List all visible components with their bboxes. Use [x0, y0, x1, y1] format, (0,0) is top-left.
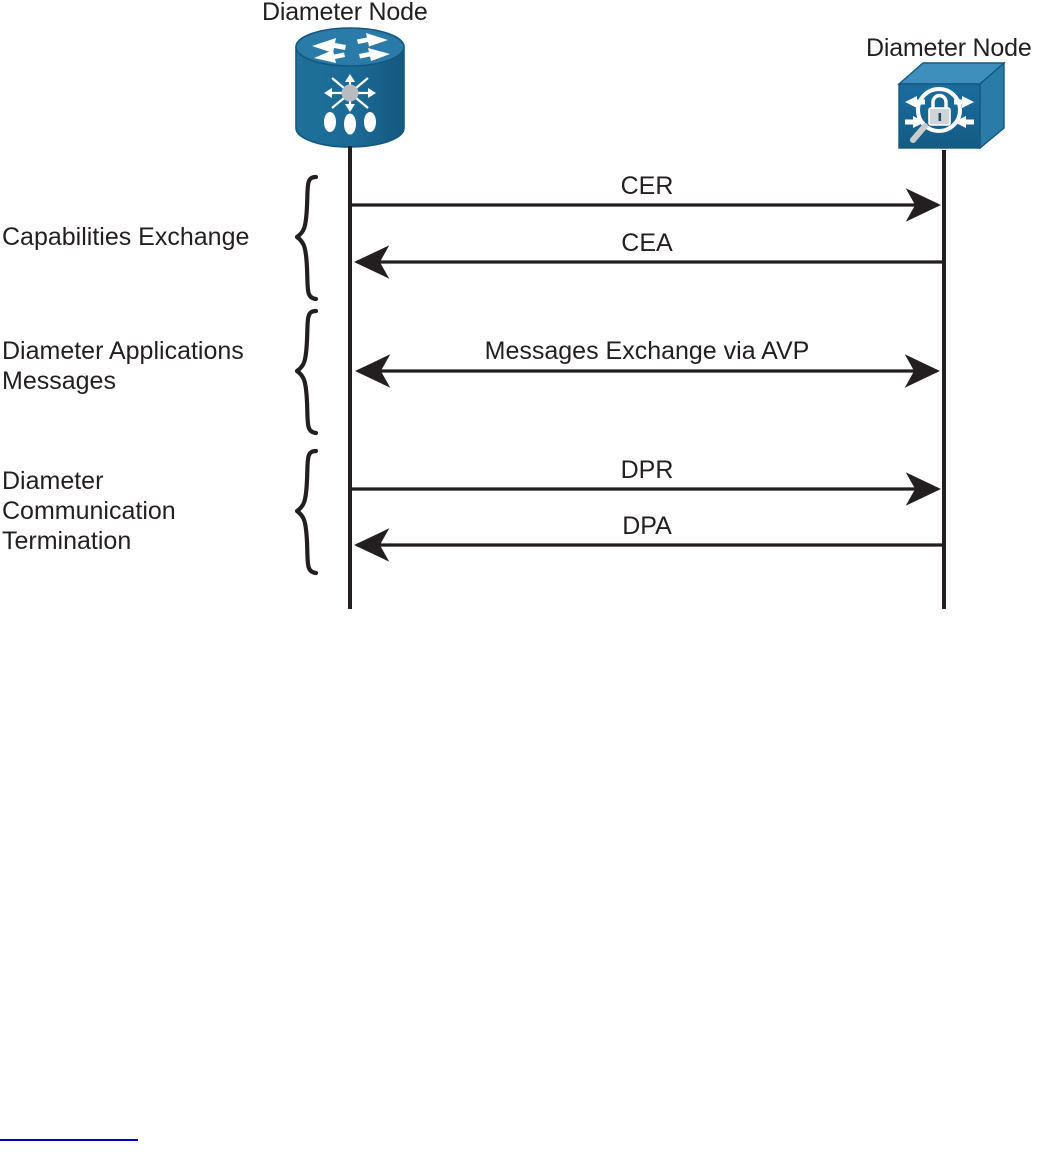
router-icon: [295, 27, 405, 148]
footer-rule: [0, 1139, 138, 1141]
brace-group-application-messages: [294, 308, 319, 436]
message-label-dpa: DPA: [622, 512, 672, 540]
message-label-cea: CEA: [621, 229, 673, 257]
message-label-cer: CER: [620, 172, 674, 200]
brace-group-capabilities-exchange: [294, 174, 319, 302]
brace-group-communication-termination: [294, 448, 319, 576]
message-label-avp: Messages Exchange via AVP: [484, 337, 810, 365]
message-label-dpr: DPR: [620, 456, 674, 484]
group-label-capabilities-exchange: Capabilities Exchange: [2, 223, 250, 251]
security-appliance-icon: [897, 61, 1006, 150]
node-title-right: Diameter Node: [866, 34, 1032, 62]
group-label-communication-termination: Diameter Communication Termination: [2, 467, 176, 555]
node-title-left: Diameter Node: [262, 0, 428, 26]
group-label-application-messages: Diameter Applications Messages: [2, 337, 244, 395]
